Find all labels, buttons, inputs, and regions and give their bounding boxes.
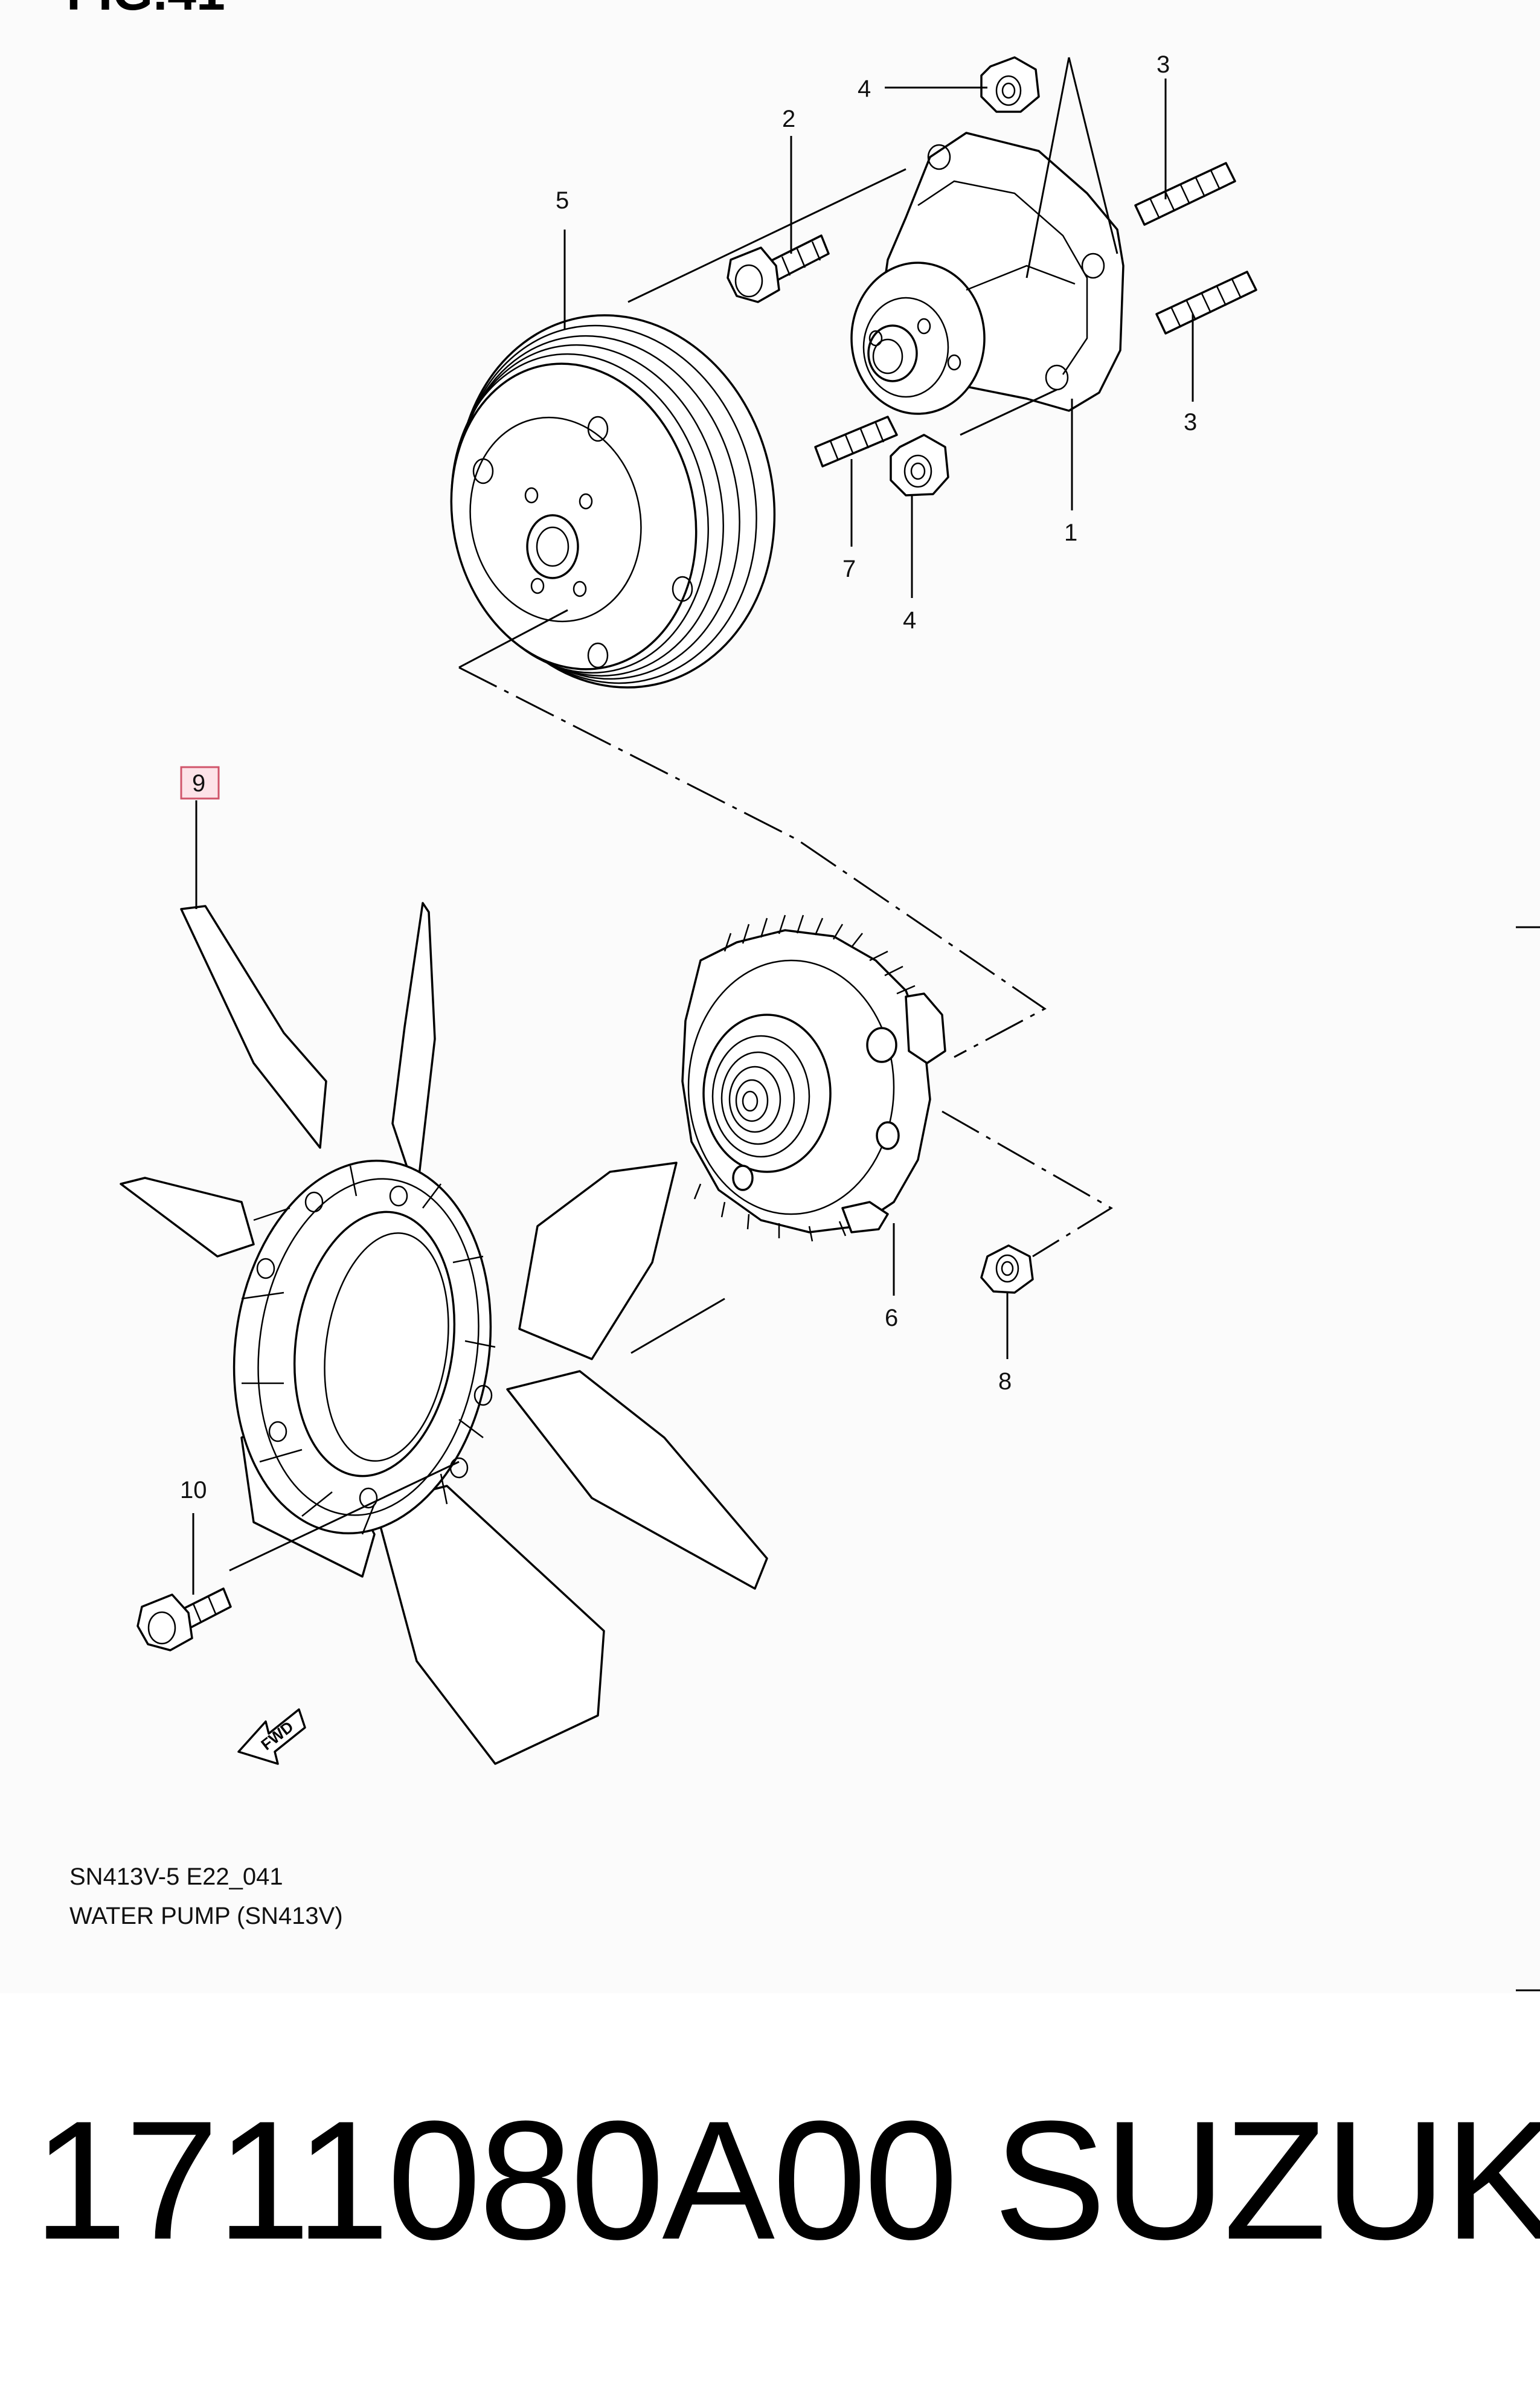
callout-2[interactable]: 2: [782, 106, 795, 132]
water-pump-body-part-1[interactable]: [850, 132, 1125, 415]
callout-7[interactable]: 7: [842, 556, 856, 582]
part-number: 1711080A00: [33, 2086, 958, 2275]
fan-clutch-part-6[interactable]: [681, 915, 946, 1242]
callout-9-highlight-box[interactable]: [180, 766, 220, 800]
callout-1[interactable]: 1: [1064, 519, 1077, 546]
stud-part-3-lower[interactable]: [1155, 271, 1257, 335]
bolt-part-10[interactable]: [136, 1587, 232, 1651]
fan-part-9[interactable]: [120, 902, 768, 1765]
pulley-part-5[interactable]: [422, 286, 808, 718]
brand-name: SUZUKI: [993, 2086, 1540, 2275]
nut-part-4-top[interactable]: [980, 56, 1040, 113]
callout-4-top[interactable]: 4: [858, 76, 871, 102]
stud-part-3-upper[interactable]: [1134, 162, 1236, 226]
callout-4-bottom[interactable]: 4: [903, 607, 916, 634]
leader-lines: [192, 57, 1194, 1595]
callout-3-lower[interactable]: 3: [1184, 409, 1197, 436]
callout-6[interactable]: 6: [885, 1305, 898, 1331]
figure-code: SN413V-5 E22_041: [69, 1863, 283, 1890]
callout-9[interactable]: 9: [192, 770, 205, 797]
callout-8[interactable]: 8: [998, 1368, 1012, 1395]
stud-part-7[interactable]: [814, 416, 898, 468]
forward-direction-arrow-icon: FWD: [237, 1708, 306, 1765]
nut-part-4-bottom[interactable]: [890, 434, 949, 497]
callout-10[interactable]: 10: [180, 1477, 207, 1503]
callout-3-upper[interactable]: 3: [1157, 51, 1170, 78]
figure-title: FIG.41: [66, 0, 225, 22]
nut-part-8[interactable]: [980, 1244, 1034, 1294]
bolt-part-2[interactable]: [727, 234, 830, 303]
exploded-diagram: FWD: [120, 51, 1540, 1992]
callout-5[interactable]: 5: [556, 187, 569, 214]
exploded-diagram-panel: FIG.41: [66, 0, 1540, 1992]
figure-name: WATER PUMP (SN413V): [69, 1903, 343, 1929]
